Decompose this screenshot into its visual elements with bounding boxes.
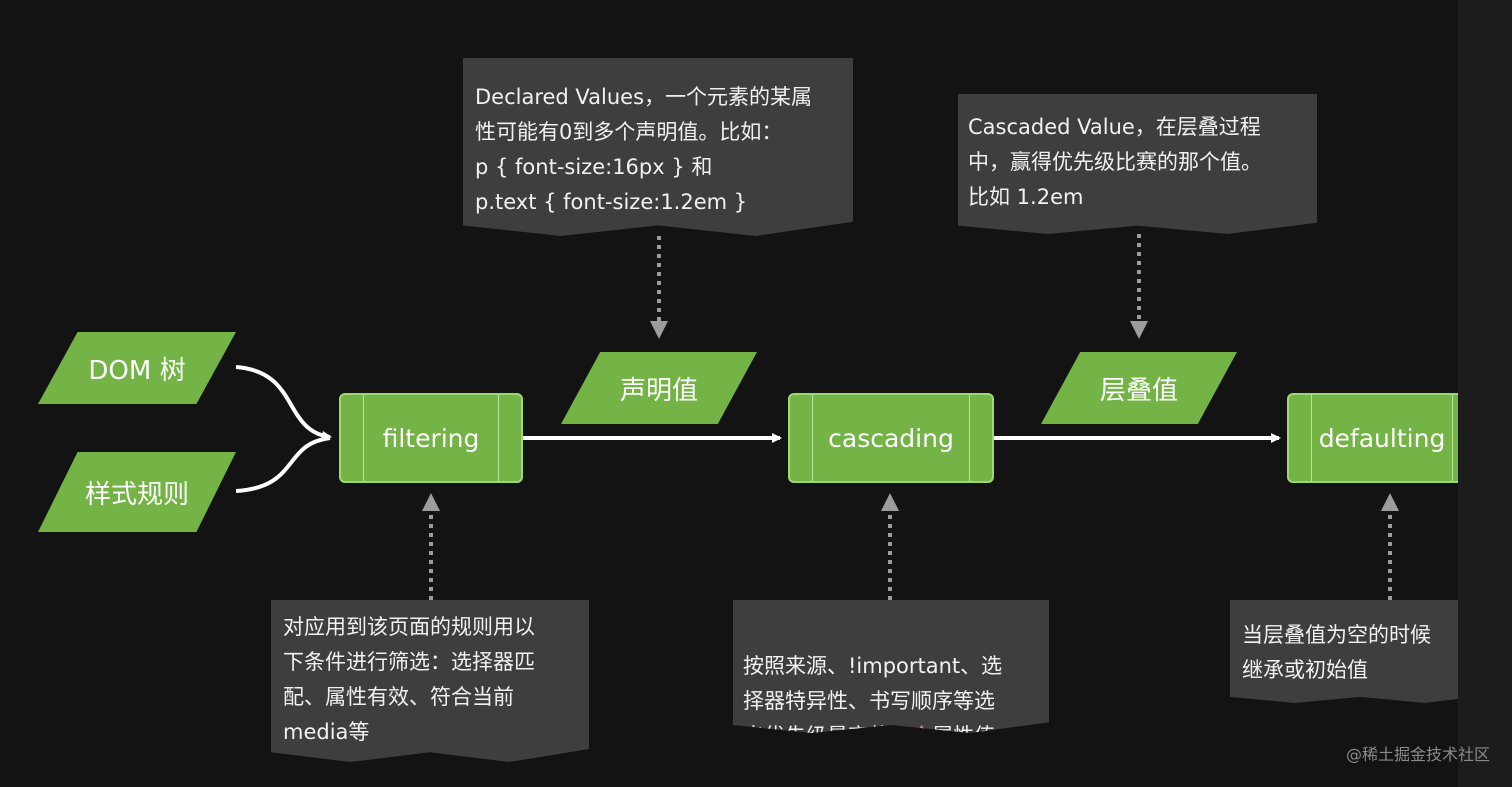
diagram-canvas: DOM 树 样式规则 filtering cascading defaultin… [38,58,1458,762]
cascaded-value-note: Cascaded Value，在层叠过程 中，赢得优先级比赛的那个值。 比如 1… [958,94,1317,234]
defaulting-step: defaulting [1287,393,1458,483]
dom-tree-node: DOM 树 [38,332,236,404]
right-edge-panel [1458,0,1512,787]
dom-to-filtering-arrow [235,365,332,441]
watermark: @稀土掘金技术社区 [1345,745,1490,764]
defaulting-note: 当层叠值为空的时候 继承或初始值 [1230,600,1458,703]
filtering-note: 对应用到该页面的规则用以 下条件进行筛选：选择器匹 配、属性有效、符合当前 me… [271,600,589,762]
style-rules-node: 样式规则 [38,452,236,532]
rules-to-filtering-arrow [235,436,331,493]
declared-values-node: 声明值 [561,352,757,424]
declared-values-note: Declared Values，一个元素的某属 性可能有0到多个声明值。比如： … [463,58,853,236]
cascading-step: cascading [788,393,994,483]
cascading-note: 按照来源、!important、选 择器特异性、书写顺序等选 出优先级最高的一个… [733,600,1049,733]
connectors [235,234,1399,600]
cascaded-value-node: 层叠值 [1041,352,1237,424]
filtering-step: filtering [339,393,523,483]
